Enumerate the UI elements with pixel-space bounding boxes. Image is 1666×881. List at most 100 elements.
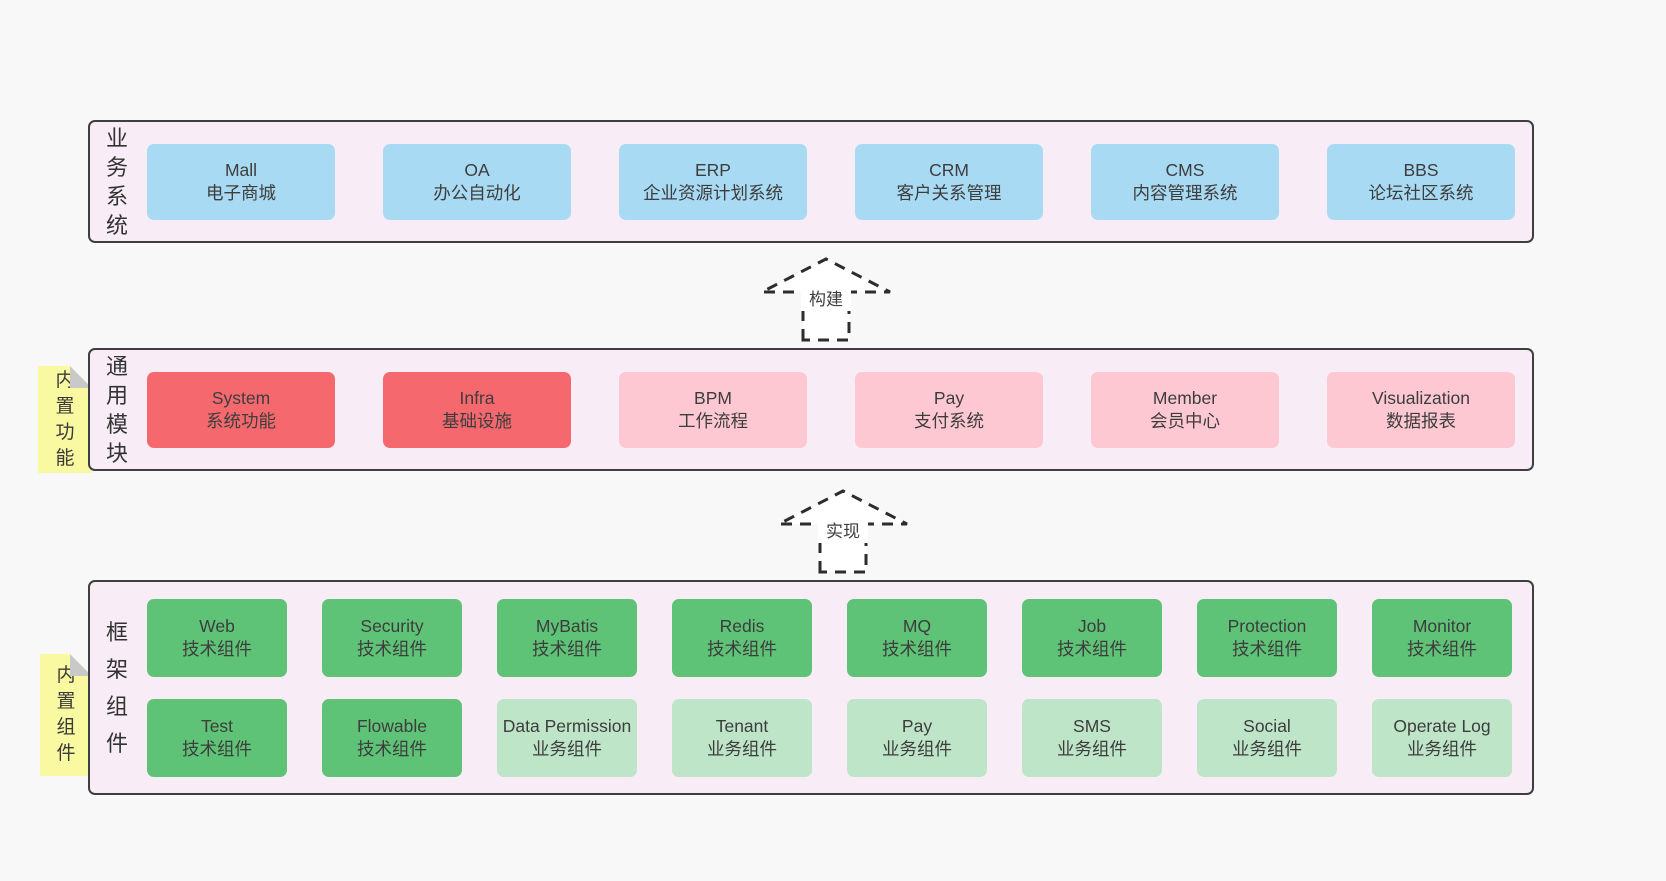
box-row: Test 技术组件 Flowable 技术组件 Data Permission … — [147, 698, 1512, 777]
box-name: Job — [1077, 615, 1107, 636]
box-name: MQ — [902, 615, 932, 636]
panel-business-systems: 业务系统 Mall 电子商城 OA 办公自动化 ERP 企业资源计划系统 CRM… — [88, 120, 1534, 243]
module-box-member: Member 会员中心 — [1091, 371, 1279, 448]
panel-title: 框架组件 — [105, 619, 128, 756]
implement-arrow-label: 实现 — [826, 522, 860, 541]
module-box-system: System 系统功能 — [147, 371, 335, 448]
box-row: Web 技术组件 Security 技术组件 MyBatis 技术组件 Redi… — [147, 598, 1512, 677]
box-grid: Web 技术组件 Security 技术组件 MyBatis 技术组件 Redi… — [147, 582, 1512, 793]
box-desc: 业务组件 — [1057, 738, 1127, 759]
box-name: ERP — [695, 159, 731, 180]
build-arrow-icon: 构建 — [756, 255, 896, 343]
component-box-monitor: Monitor 技术组件 — [1372, 598, 1512, 677]
system-box-crm: CRM 客户关系管理 — [855, 143, 1043, 220]
box-desc: 技术组件 — [1232, 638, 1302, 659]
system-box-bbs: BBS 论坛社区系统 — [1327, 143, 1515, 220]
component-box-social: Social 业务组件 — [1197, 698, 1337, 777]
box-desc: 技术组件 — [707, 638, 777, 659]
box-name: OA — [464, 159, 490, 180]
box-name: BPM — [694, 387, 732, 408]
module-box-bpm: BPM 工作流程 — [619, 371, 807, 448]
panel-title: 业务系统 — [105, 125, 128, 238]
box-desc: 业务组件 — [532, 738, 602, 759]
box-desc: 业务组件 — [707, 738, 777, 759]
system-box-cms: CMS 内容管理系统 — [1091, 143, 1279, 220]
box-name: Security — [360, 615, 424, 636]
box-name: SMS — [1073, 715, 1111, 736]
box-name: CRM — [929, 159, 969, 180]
box-desc: 论坛社区系统 — [1368, 182, 1474, 203]
component-box-test: Test 技术组件 — [147, 698, 287, 777]
box-desc: 系统功能 — [206, 410, 276, 431]
box-name: Web — [199, 615, 235, 636]
component-box-pay: Pay 业务组件 — [847, 698, 987, 777]
component-box-flowable: Flowable 技术组件 — [322, 698, 462, 777]
box-desc: 基础设施 — [442, 410, 512, 431]
box-name: Infra — [459, 387, 495, 408]
sticky-note-built-in-components: 内置组件 — [40, 654, 92, 776]
box-desc: 业务组件 — [882, 738, 952, 759]
component-box-security: Security 技术组件 — [322, 598, 462, 677]
box-desc: 技术组件 — [532, 638, 602, 659]
sticky-note-label: 内置组件 — [56, 665, 76, 764]
box-name: Social — [1243, 715, 1291, 736]
system-box-oa: OA 办公自动化 — [383, 143, 571, 220]
box-name: Pay — [901, 715, 933, 736]
box-row: System 系统功能 Infra 基础设施 BPM 工作流程 Pay 支付系统… — [147, 350, 1515, 469]
system-box-mall: Mall 电子商城 — [147, 143, 335, 220]
box-desc: 内容管理系统 — [1132, 182, 1238, 203]
panel-common-modules: 通用模块 System 系统功能 Infra 基础设施 BPM 工作流程 Pay… — [88, 348, 1534, 471]
box-name: Monitor — [1412, 615, 1472, 636]
implement-arrow-icon: 实现 — [773, 487, 913, 575]
box-name: Test — [200, 715, 234, 736]
module-box-visualization: Visualization 数据报表 — [1327, 371, 1515, 448]
box-desc: 技术组件 — [182, 638, 252, 659]
box-desc: 客户关系管理 — [896, 182, 1002, 203]
box-name: Redis — [719, 615, 765, 636]
box-desc: 支付系统 — [914, 410, 984, 431]
box-desc: 办公自动化 — [433, 182, 521, 203]
sticky-note-label: 内置功能 — [55, 369, 75, 469]
box-row: Mall 电子商城 OA 办公自动化 ERP 企业资源计划系统 CRM 客户关系… — [147, 122, 1515, 241]
box-name: Visualization — [1372, 387, 1470, 408]
box-desc: 技术组件 — [882, 638, 952, 659]
box-name: Flowable — [356, 715, 428, 736]
component-box-operate-log: Operate Log 业务组件 — [1372, 698, 1512, 777]
box-name: System — [211, 387, 271, 408]
box-desc: 技术组件 — [1407, 638, 1477, 659]
component-box-tenant: Tenant 业务组件 — [672, 698, 812, 777]
box-name: Protection — [1227, 615, 1307, 636]
panel-title: 通用模块 — [105, 353, 128, 466]
box-name: BBS — [1403, 159, 1439, 180]
component-box-web: Web 技术组件 — [147, 598, 287, 677]
box-desc: 数据报表 — [1386, 410, 1456, 431]
box-desc: 技术组件 — [357, 738, 427, 759]
box-desc: 电子商城 — [206, 182, 276, 203]
panel-framework-components: 框架组件 Web 技术组件 Security 技术组件 MyBatis 技术组件… — [88, 580, 1534, 795]
box-name: Pay — [933, 387, 965, 408]
box-desc: 业务组件 — [1407, 738, 1477, 759]
component-box-redis: Redis 技术组件 — [672, 598, 812, 677]
box-name: MyBatis — [535, 615, 599, 636]
box-desc: 企业资源计划系统 — [643, 182, 783, 203]
component-box-data-permission: Data Permission 业务组件 — [497, 698, 637, 777]
component-box-mq: MQ 技术组件 — [847, 598, 987, 677]
box-name: Operate Log — [1393, 715, 1491, 736]
component-box-mybatis: MyBatis 技术组件 — [497, 598, 637, 677]
box-desc: 业务组件 — [1232, 738, 1302, 759]
box-name: Tenant — [715, 715, 769, 736]
box-desc: 工作流程 — [678, 410, 748, 431]
box-desc: 技术组件 — [357, 638, 427, 659]
box-desc: 技术组件 — [182, 738, 252, 759]
box-desc: 会员中心 — [1150, 410, 1220, 431]
component-box-protection: Protection 技术组件 — [1197, 598, 1337, 677]
box-name: Member — [1152, 387, 1218, 408]
box-desc: 技术组件 — [1057, 638, 1127, 659]
build-arrow-label: 构建 — [809, 290, 843, 309]
sticky-note-built-in-features: 内置功能 — [38, 366, 92, 473]
box-name: CMS — [1165, 159, 1205, 180]
component-box-job: Job 技术组件 — [1022, 598, 1162, 677]
box-name: Data Permission — [502, 715, 632, 736]
component-box-sms: SMS 业务组件 — [1022, 698, 1162, 777]
